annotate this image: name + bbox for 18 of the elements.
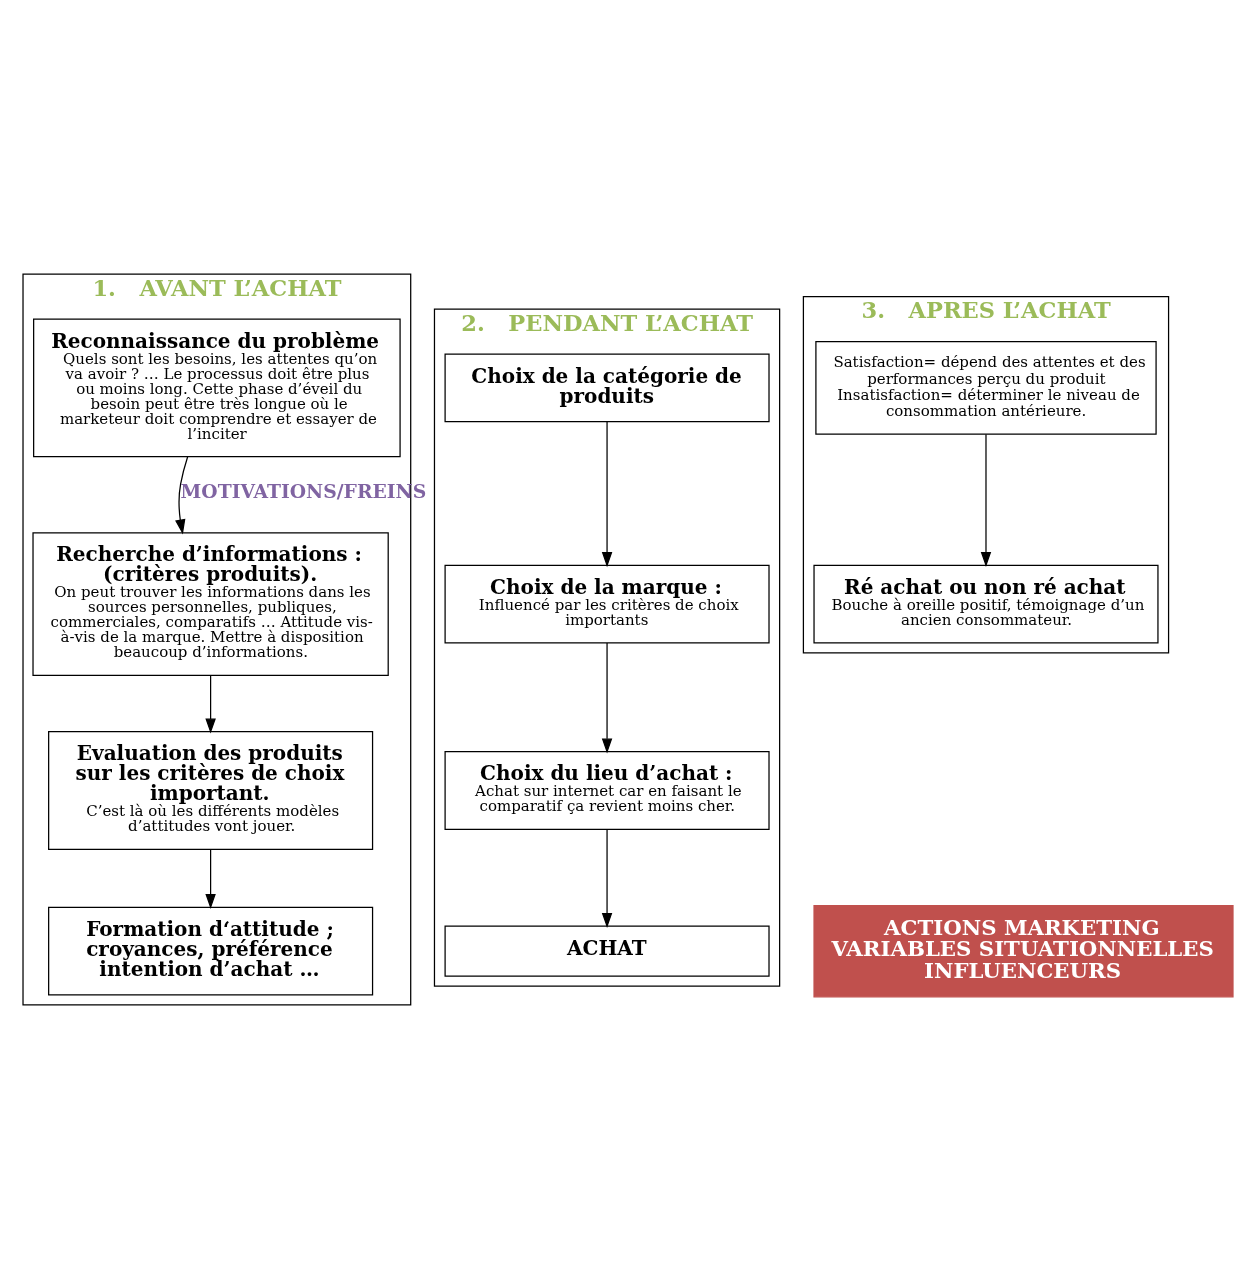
arrow [601, 828, 613, 928]
arrow [601, 420, 613, 567]
node-box: ACHAT [444, 925, 770, 977]
node-box: Recherche d’informations : (critères produits). On peut trouver les informations dans les sources personnelles, publiques, commerciales, comparatifs … Attitude vis-à-vis de la marque. Mettre à disposition beaucoup d’informations. [32, 531, 389, 676]
node-box: ACTIONS MARKETING VARIABLES SITUATIONNELLES INFLUENCEURS [813, 904, 1234, 997]
arrow [205, 848, 216, 909]
node-box: Choix de la catégorie de produits [444, 352, 770, 422]
node-box: Choix de la marque : Influencé par les critères de choix importants [444, 564, 770, 644]
arrow [175, 455, 189, 534]
node-box: Evaluation des produits sur les critères de choix important. C’est là où les différents modèles d’attitudes vont jouer. [48, 730, 374, 850]
arrow [205, 674, 216, 734]
node-box: Reconnaissance du problème Quels sont les besoins, les attentes qu’on va avoir ? … Le processus doit être plus ou moins long. Cette phase d’éveil du besoin peut être très longue où le marketeur doit comprendre et essayer de l’inciter [33, 317, 401, 457]
node-box: Satisfaction= dépend des attentes et des performances perçu du produit Insatisfaction= déterminer le niveau de consommation antérieure. [815, 340, 1157, 435]
node-box: Formation d‘attitude ; croyances, préférence intention d’achat … [48, 906, 374, 996]
arrow [980, 433, 992, 567]
arrow [601, 641, 613, 754]
node-box: Ré achat ou non ré achat Bouche à oreille positif, témoignage d’un ancien consommateur. [813, 564, 1159, 644]
node-box: Choix du lieu d’achat : Achat sur internet car en faisant le comparatif ça revient moins cher. [444, 750, 770, 830]
